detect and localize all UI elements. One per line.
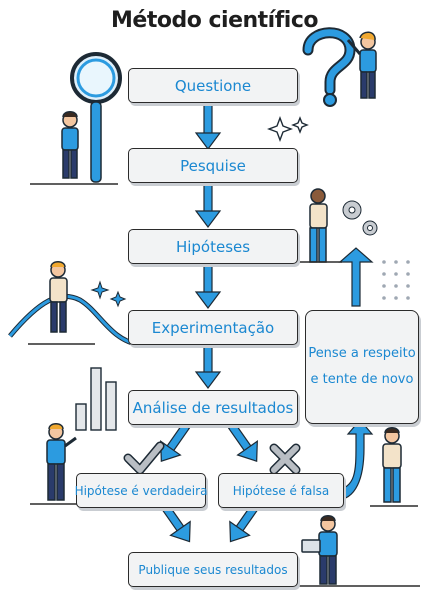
question-mark-icon [302,27,356,107]
step-research: Pesquise [128,148,298,183]
step-hypotheses: Hipóteses [128,229,298,264]
bar-chart-decoration [75,367,117,431]
arrow-true-publish [161,504,191,543]
step-question: Questione [128,68,298,103]
arrow-experiment-analysis [194,343,222,389]
arrow-hypotheses-experiment [194,263,222,309]
person-question-icon [346,31,377,99]
arrow-research-hypotheses [194,182,222,228]
rethink-line-1: Pense a respeito [308,346,416,361]
step-publish: Publique seus resultados [128,552,298,587]
step-experiment: Experimentação [128,310,298,345]
gear-icon [342,200,378,236]
magnifying-glass-icon [70,52,122,183]
step-true-hypothesis: Hipótese é verdadeira [75,473,207,508]
check-mark-icon [123,441,165,475]
person-experiment-icon [49,261,68,333]
dot-grid-decoration [382,260,410,300]
arrow-analysis-false [227,422,258,463]
flow-arrows [160,102,374,543]
page-title: Método científico [111,8,318,33]
sparkle-icon [267,116,309,142]
arrow-false-rethink [335,419,374,501]
rethink-box: Pense a respeito e tente de novo [305,310,419,424]
rethink-line-2: e tente de novo [310,372,414,387]
step-false-hypothesis: Hipótese é falsa [218,473,344,508]
person-researcher-icon [61,111,79,179]
rethink-text: Pense a respeito e tente de novo [306,341,418,393]
person-thumbs-up-icon [46,423,77,501]
person-standing-icon [382,427,402,503]
arrow-rethink-hypotheses [338,247,374,307]
ground-lines [28,183,420,587]
cross-mark-icon [269,443,301,475]
arrow-false-publish [229,504,259,543]
arrow-analysis-true [160,422,191,463]
person-laptop-icon [301,515,338,585]
arrow-question-research [194,102,222,150]
person-thinking-icon [309,188,328,263]
sparkle-small-icon [90,280,127,308]
wave-line-decoration [8,293,141,348]
step-analysis: Análise de resultados [128,390,298,425]
